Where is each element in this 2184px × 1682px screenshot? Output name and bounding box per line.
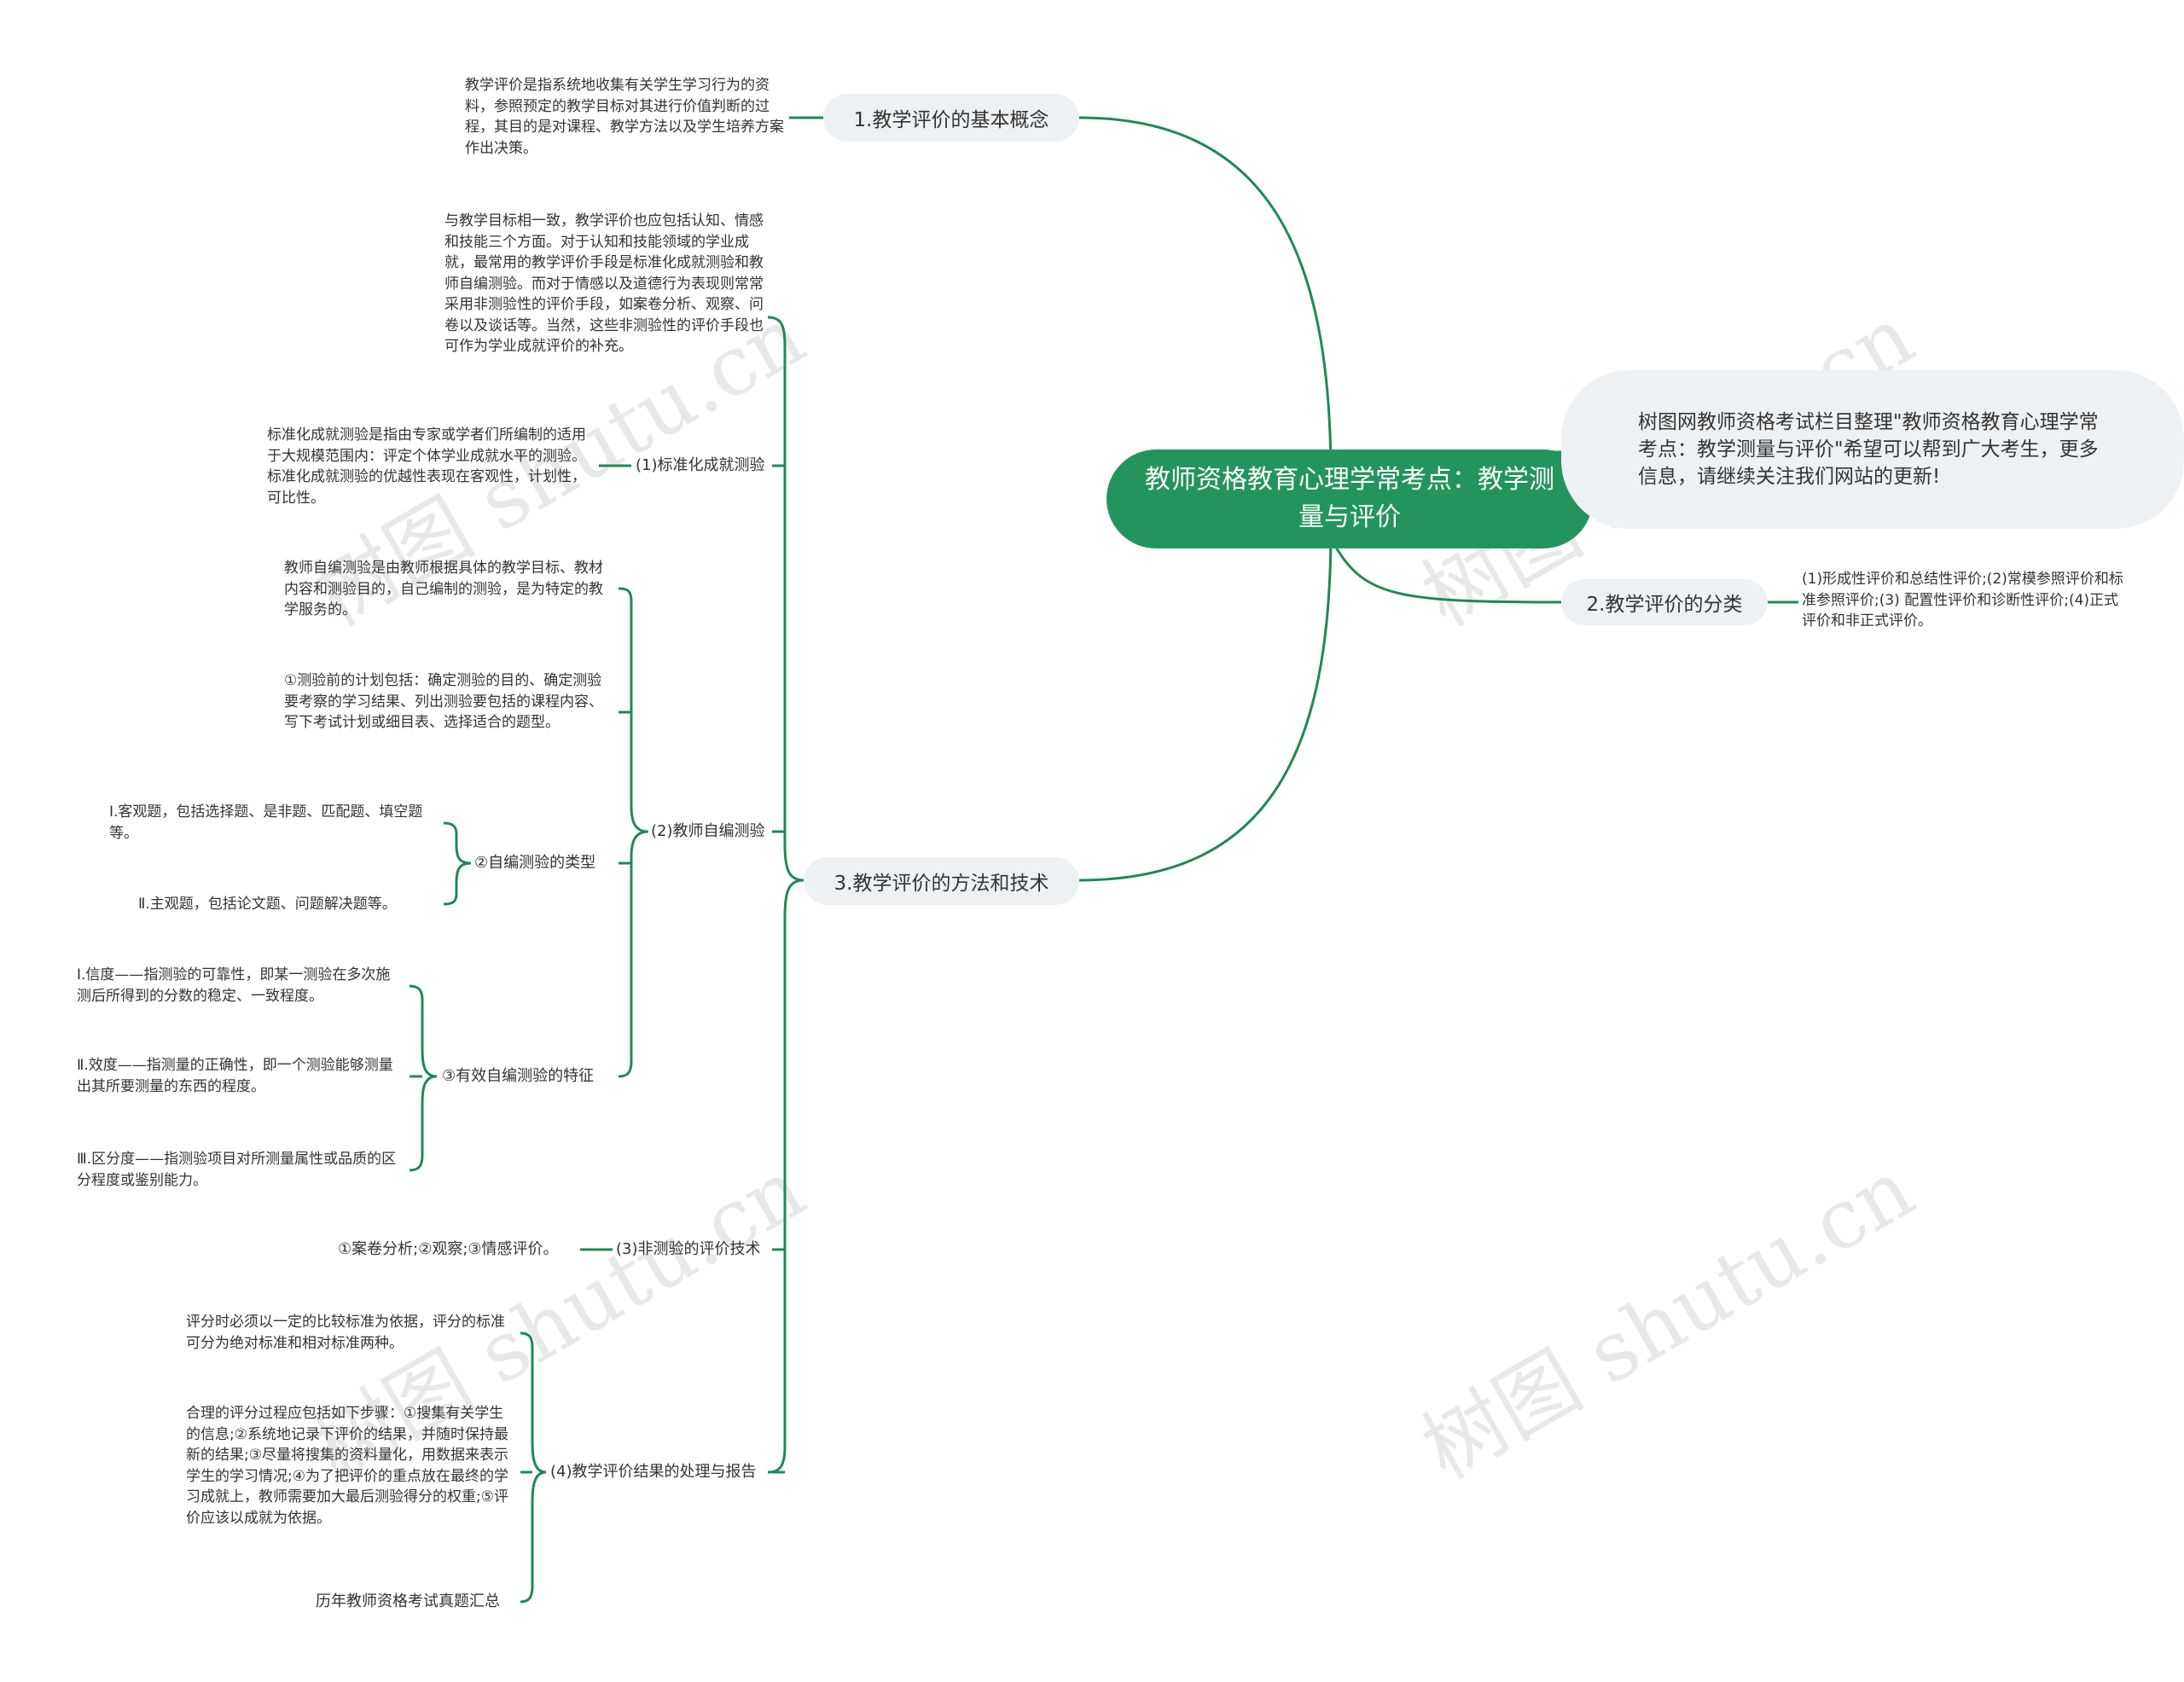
- intro-bubble[interactable]: 树图网教师资格考试栏目整理"教师资格教育心理学常考点：教学测量与评价"希望可以帮…: [1561, 370, 2184, 529]
- bracket-sub4-lower: [520, 1470, 547, 1604]
- sub-non-test-evaluation[interactable]: (3)非测验的评价技术: [616, 1240, 761, 1258]
- bracket-types: [443, 821, 472, 865]
- branch1-detail: 教学评价是指系统地收集有关学生学习行为的资料，参照预定的教学目标对其进行价值判断…: [465, 77, 784, 157]
- root-title: 教师资格教育心理学常考点：教学测量与评价: [1145, 465, 1554, 532]
- sub-standardized-test[interactable]: (1)标准化成就测验: [636, 456, 765, 474]
- bracket-sub2: [618, 587, 649, 833]
- branch-classification[interactable]: 2.教学评价的分类: [1561, 579, 1768, 625]
- bracket-features-lower: [409, 1075, 438, 1172]
- types-subjective: Ⅱ.主观题，包括论文题、问题解决题等。: [138, 896, 397, 913]
- sub4-standard: 评分时必须以一定的比较标准为依据，评分的标准可分为绝对标准和相对标准两种。: [186, 1314, 505, 1352]
- sub4-steps: 合理的评分过程应包括如下步骤：①搜集有关学生的信息;②系统地记录下评价的结果，并…: [186, 1405, 508, 1527]
- sub-teacher-made-test[interactable]: (2)教师自编测验: [651, 822, 765, 840]
- link-root-branch1: [1078, 116, 1333, 478]
- features-label[interactable]: ③有效自编测验的特征: [442, 1067, 595, 1085]
- link-root-branch2: [1333, 545, 1562, 604]
- intro-text: 树图网教师资格考试栏目整理"教师资格教育心理学常考点：教学测量与评价"希望可以帮…: [1638, 411, 2099, 488]
- branch3-intro-text: 与教学目标相一致，教学评价也应包括认知、情感和技能三个方面。对于认知和技能领域的…: [444, 212, 764, 355]
- sub2-plan: ①测验前的计划包括：确定测验的目的、确定测验要考察的学习结果、列出测验要包括的课…: [284, 672, 603, 731]
- branch1-label: 1.教学评价的基本概念: [853, 109, 1049, 131]
- feature-discrimination: Ⅲ.区分度——指测验项目对所测量属性或品质的区分程度或鉴别能力。: [77, 1151, 397, 1189]
- feature-reliability: Ⅰ.信度——指测验的可靠性，即某一测验在多次施测后所得到的分数的稳定、一致程度。: [77, 966, 391, 1005]
- sub-result-processing[interactable]: (4)教学评价结果的处理与报告: [550, 1463, 757, 1481]
- sub2-definition: 教师自编测验是由教师根据具体的教学目标、教材内容和测验目的，自己编制的测验，是为…: [284, 560, 603, 618]
- branch2-label: 2.教学评价的分类: [1586, 594, 1743, 616]
- bracket-branch3-lower: [767, 879, 804, 1474]
- branch-basic-concept[interactable]: 1.教学评价的基本概念: [823, 94, 1079, 142]
- root-topic[interactable]: 教师资格教育心理学常考点：教学测量与评价: [1107, 450, 1593, 548]
- bracket-sub4: [520, 1331, 547, 1474]
- bracket-branch3: [767, 316, 804, 882]
- sub3-detail: ①案卷分析;②观察;③情感评价。: [338, 1240, 559, 1258]
- types-objective: Ⅰ.客观题，包括选择题、是非题、匹配题、填空题等。: [109, 803, 423, 842]
- types-label[interactable]: ②自编测验的类型: [474, 854, 596, 872]
- sub1-detail: 标准化成就测验是指由专家或学者们所编制的适用于大规模范围内：评定个体学业成就水平…: [267, 426, 586, 507]
- branch2-detail: (1)形成性评价和总结性评价;(2)常模参照评价和标准参照评价;(3) 配置性评…: [1802, 571, 2123, 629]
- link-root-branch3: [1078, 528, 1333, 882]
- branch-methods[interactable]: 3.教学评价的方法和技术: [804, 857, 1079, 905]
- bracket-sub2-lower: [618, 830, 649, 1078]
- feature-validity: Ⅱ.效度——指测量的正确性，即一个测验能够测量出其所要测量的东西的程度。: [77, 1057, 393, 1095]
- sub4-past-exams[interactable]: 历年教师资格考试真题汇总: [316, 1592, 500, 1610]
- branch3-label: 3.教学评价的方法和技术: [834, 873, 1049, 895]
- bracket-features: [409, 984, 438, 1078]
- bracket-types-lower: [443, 861, 472, 906]
